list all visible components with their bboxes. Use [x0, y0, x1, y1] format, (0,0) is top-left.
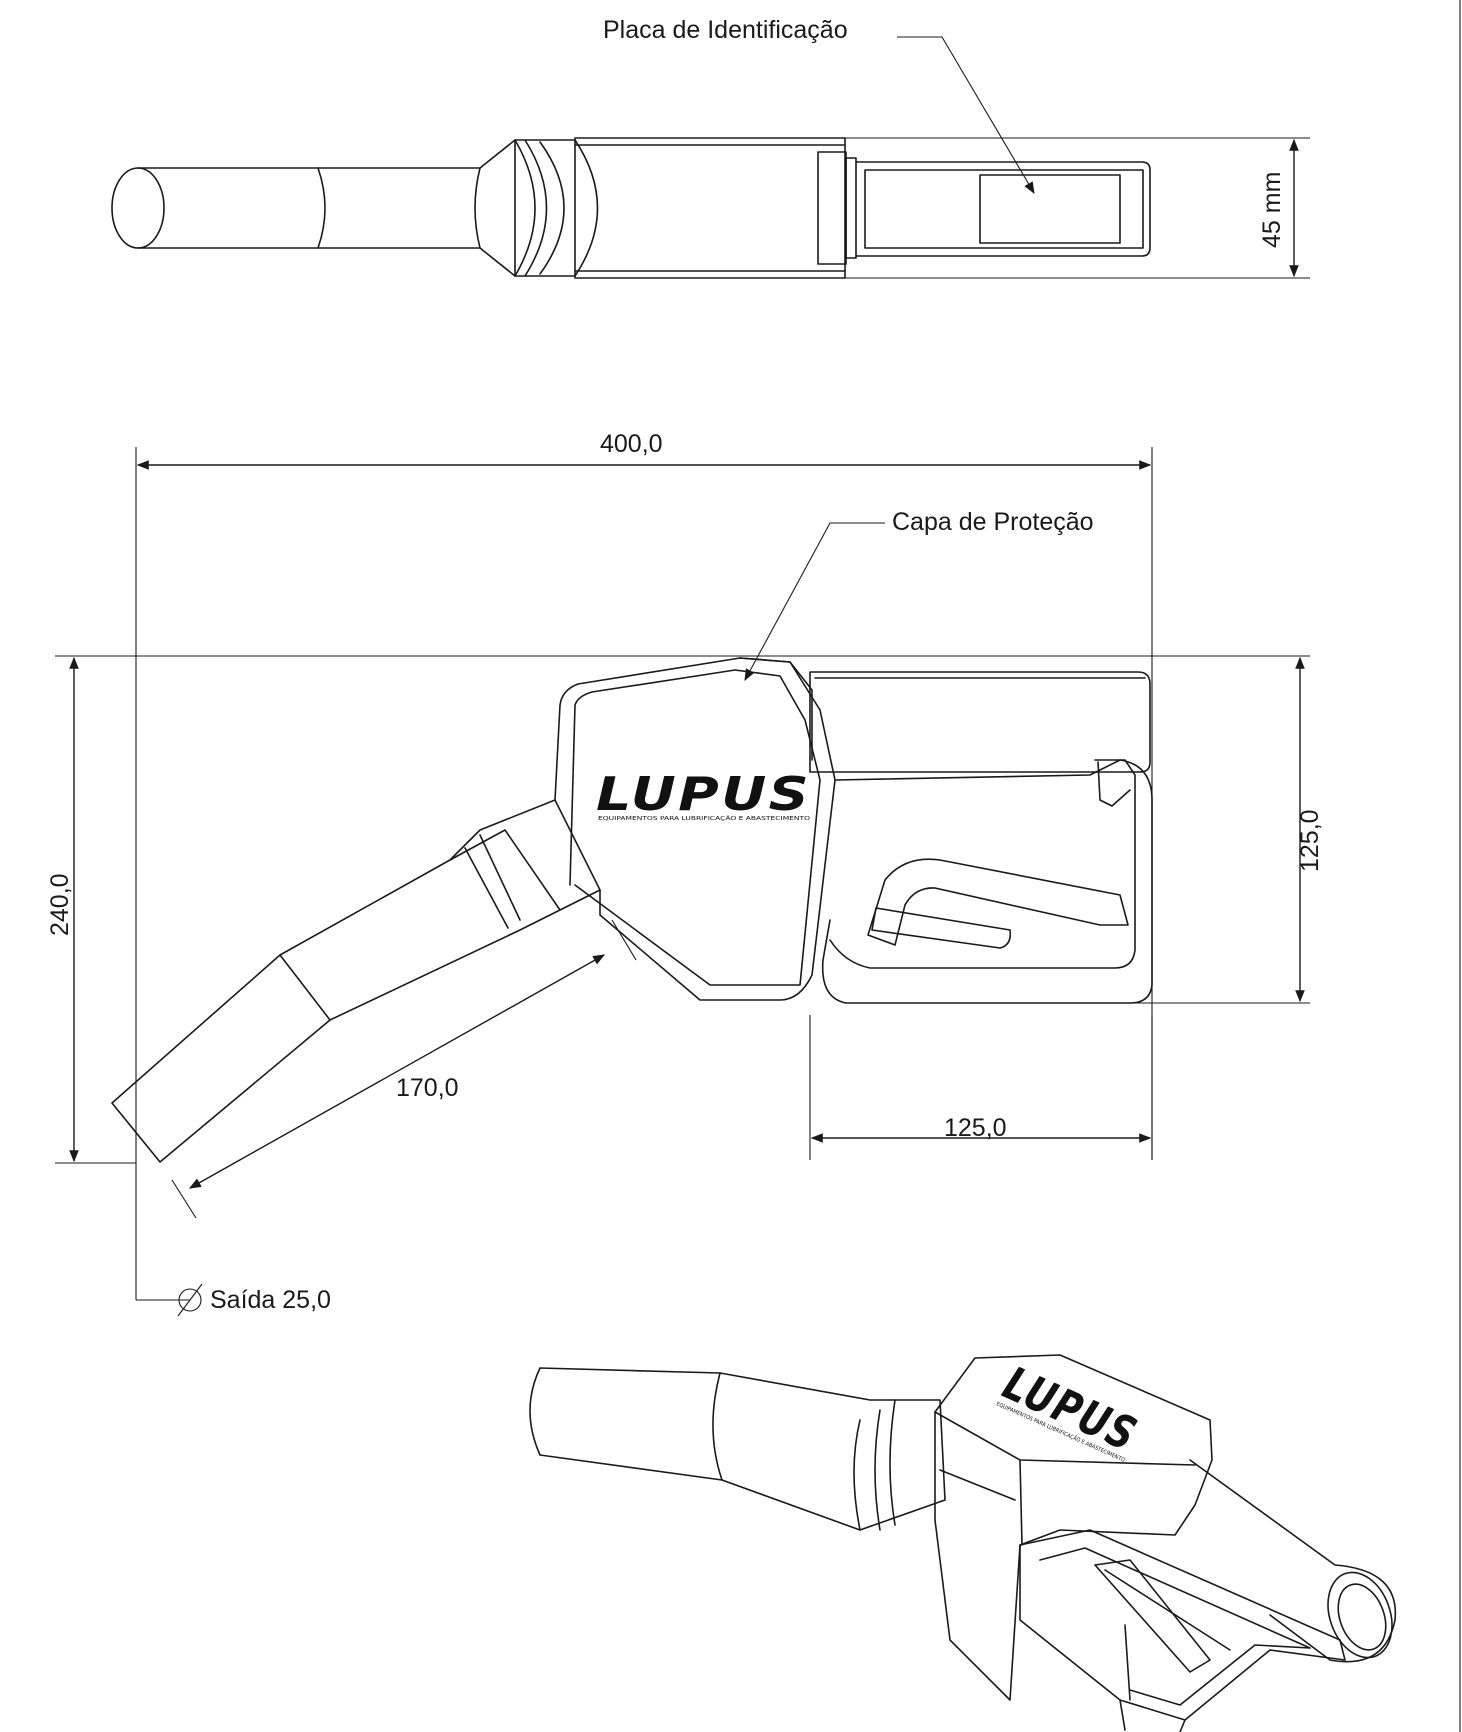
- spout-length-dimension: 170,0: [396, 1074, 459, 1102]
- nameplate-label: Placa de Identificação: [603, 16, 848, 44]
- side-view: 400,0 240,0 125,0 125,0 170,0 Capa de Pr…: [46, 430, 1324, 1300]
- handle-length-dimension: 125,0: [944, 1114, 1007, 1142]
- total-length-dimension: 400,0: [600, 430, 663, 458]
- body-height-dimension: 125,0: [1296, 809, 1324, 872]
- top-view: Placa de Identificação 45 mm: [111, 16, 1310, 279]
- lupus-logo: LUPUS: [596, 767, 811, 821]
- total-height-dimension: 240,0: [46, 873, 74, 936]
- cover-label: Capa de Proteção: [892, 508, 1094, 536]
- lupus-tagline: EQUIPAMENTOS PARA LUBRIFICAÇÃO E ABASTEC…: [598, 815, 811, 822]
- nameplate: [979, 174, 1121, 244]
- outlet-callout: Saída 25,0: [136, 1283, 331, 1317]
- width-dimension: 45 mm: [1258, 172, 1286, 248]
- isometric-view: LUPUS EQUIPAMENTOS PARA LUBRIFICAÇÃO E A…: [529, 1354, 1397, 1732]
- outlet-label: Saída 25,0: [210, 1286, 331, 1314]
- iso-lupus-logo: LUPUS: [996, 1356, 1146, 1462]
